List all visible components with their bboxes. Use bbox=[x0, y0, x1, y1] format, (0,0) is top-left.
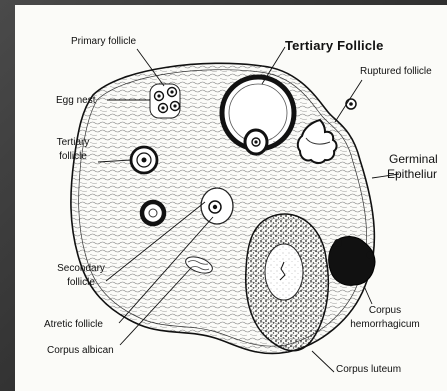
label-corpus-luteum: Corpus luteum bbox=[336, 364, 401, 376]
dark-follicle bbox=[142, 202, 164, 224]
leader-corpus-luteum bbox=[312, 351, 334, 372]
label-egg-nest: Egg nest bbox=[56, 95, 95, 107]
label-atretic-follicle: Atretic follicle bbox=[44, 319, 103, 331]
label-tertiary-follicle-title: Tertiary Follicle bbox=[285, 38, 384, 53]
label-tertiary-follicle-line1: Tertiary bbox=[48, 137, 98, 149]
label-germinal-line2: Epitheliur bbox=[387, 167, 437, 181]
label-corpus-hemorrhagicum-line1: Corpus bbox=[350, 305, 420, 317]
label-secondary-follicle-line1: Secondary bbox=[50, 263, 112, 275]
label-primary-follicle: Primary follicle bbox=[71, 36, 136, 48]
label-tertiary-follicle-line2: follicle bbox=[48, 151, 98, 163]
label-corpus-hemorrhagicum-line2: hemorrhagicum bbox=[350, 319, 420, 331]
leader-ruptured-follicle bbox=[335, 80, 362, 122]
label-secondary-follicle-line2: follicle bbox=[50, 277, 112, 289]
label-ruptured-follicle: Ruptured follicle bbox=[360, 66, 432, 78]
tertiary-follicle-small bbox=[131, 147, 157, 173]
egg-nest-drawing bbox=[150, 84, 180, 118]
leader-corpus-hemorrhagicum bbox=[364, 286, 372, 304]
secondary-follicle-drawing bbox=[201, 188, 233, 224]
label-corpus-albican: Corpus albican bbox=[47, 345, 114, 357]
label-germinal-line1: Germinal bbox=[389, 152, 438, 166]
